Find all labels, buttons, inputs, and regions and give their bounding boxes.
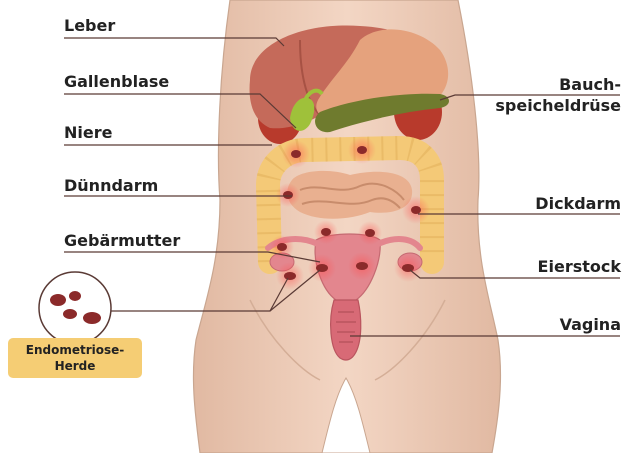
label-ovary: Eierstock	[538, 258, 621, 276]
badge-line1: Endometriose-	[8, 342, 142, 358]
label-kidney: Niere	[64, 124, 112, 142]
label-liver: Leber	[64, 17, 115, 35]
label-small-intestine: Dünndarm	[64, 177, 158, 195]
label-pancreas-line1: Bauch-	[559, 76, 621, 94]
label-colon: Dickdarm	[535, 195, 621, 213]
lesion-sample-circle	[39, 272, 111, 344]
label-vagina: Vagina	[560, 316, 621, 334]
endometriosis-badge: Endometriose- Herde	[8, 338, 142, 378]
label-gallbladder: Gallenblase	[64, 73, 169, 91]
label-pancreas-line2: speicheldrüse	[495, 97, 621, 115]
badge-line2: Herde	[8, 358, 142, 374]
label-uterus: Gebärmutter	[64, 232, 180, 250]
vagina	[331, 300, 361, 360]
